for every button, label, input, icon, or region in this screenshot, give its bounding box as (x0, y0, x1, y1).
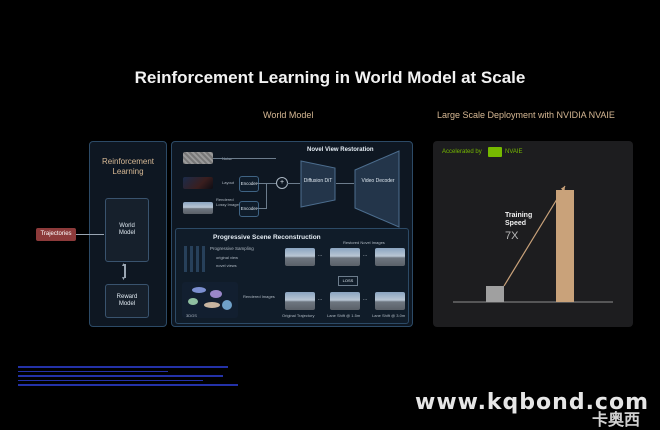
dots-2: ... (363, 252, 368, 258)
bar-nvaie (556, 190, 574, 302)
to-dit-line (287, 183, 300, 184)
speedup-arrow-head (560, 186, 565, 191)
dots-4: ... (363, 296, 368, 302)
rendered-images-label: Rendered Images (243, 294, 275, 299)
deployment-section-title: Large Scale Deployment with NVIDIA NVAIE (437, 110, 615, 120)
restored-image-1 (285, 248, 315, 266)
rl-reward-model-label: Reward Model (116, 294, 138, 307)
progressive-sampling-bars (184, 246, 206, 272)
noise-image (183, 152, 213, 164)
gs-splats (182, 282, 238, 318)
lane-shift-15-label: Lane Shift @ 1.5m (327, 313, 361, 318)
rl-world-model-box: World Model (105, 198, 149, 262)
rl-reward-model-box: Reward Model (105, 284, 149, 318)
nvaie-label: NVAIE (505, 149, 523, 155)
merge-line (266, 183, 267, 208)
restored-image-3 (375, 248, 405, 266)
diffusion-dit-shape (300, 160, 336, 208)
world-model-section-title: World Model (263, 110, 314, 120)
rl-world-model-label: World Model (118, 223, 136, 236)
rl-link-arrow (124, 264, 126, 278)
novel-views-label: novel views (216, 263, 237, 268)
restored-label: Restored Novel Images (343, 240, 385, 245)
original-trajectory-label: Original Trajectory (282, 313, 315, 318)
reference-links[interactable] (18, 366, 238, 389)
page-title: Reinforcement Learning in World Model at… (134, 68, 526, 87)
up-arrow-icon: ▲ (121, 262, 126, 268)
trajectory-arrow (76, 234, 104, 235)
watermark-url: www.kqbond.com (415, 390, 650, 415)
speed-chart (453, 185, 613, 303)
video-decoder-label: Video Decoder (361, 178, 395, 184)
rendered-lossy-label: Rendered Lossy Images (216, 197, 241, 207)
encoder-2: Encoder (239, 201, 259, 217)
trajectories-badge: Trajectories (36, 228, 76, 241)
speedup-arrow-line (503, 185, 566, 287)
encoder-1: Encoder (239, 176, 259, 192)
rendered-image-2 (330, 292, 360, 310)
bar-baseline (486, 286, 504, 302)
layout-label: Layout (222, 180, 235, 185)
video-decoder-shape (354, 150, 400, 228)
deployment-panel (433, 141, 633, 327)
training-speed-label: Training Speed (505, 212, 533, 227)
rendered-image-3 (375, 292, 405, 310)
original-view-label: original view (216, 255, 239, 260)
restored-image-2 (330, 248, 360, 266)
nvr-title: Novel View Restoration (307, 147, 374, 153)
rendered-image-1 (285, 292, 315, 310)
accelerated-label: Accelerated by (442, 149, 482, 155)
lane-shift-30-label: Lane Shift @ 3.0m (372, 313, 406, 318)
dots-3: ... (318, 296, 323, 302)
speed-value: 7X (505, 230, 519, 242)
rendered-lossy-image (183, 202, 213, 214)
layout-image (183, 177, 213, 189)
watermark-logo: 卡奥西 (592, 410, 641, 429)
noise-line (213, 158, 276, 159)
gs-label: 3DGS (186, 313, 197, 318)
rl-title: Reinforcement Learning (101, 157, 155, 176)
psr-title: Progressive Scene Reconstruction (213, 234, 321, 241)
rendered-line (257, 208, 267, 209)
nvidia-logo-icon (488, 147, 502, 157)
to-decoder-line (336, 183, 354, 184)
diffusion-dit-label: Diffusion DiT (303, 178, 333, 184)
progressive-sampling-label: Progressive Sampling (210, 246, 254, 251)
loss-box: LOSS (338, 276, 358, 286)
down-arrow-icon: ▼ (121, 276, 126, 282)
dots-1: ... (318, 252, 323, 258)
